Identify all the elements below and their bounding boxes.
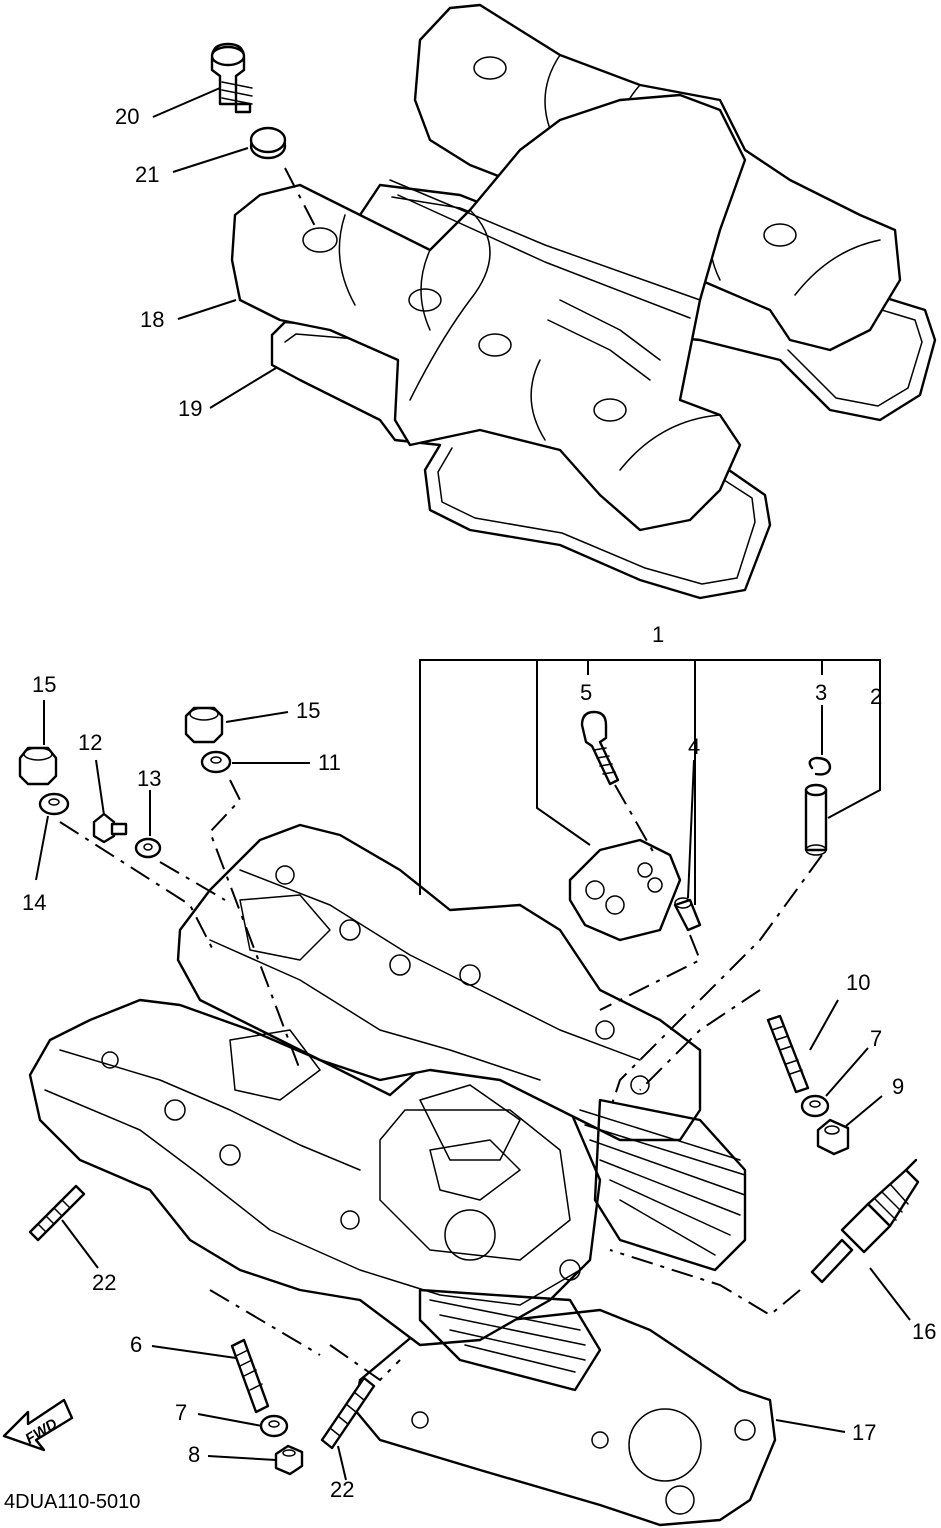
bolt-5 — [580, 710, 620, 786]
cylinder-head-gasket — [353, 1308, 777, 1527]
callout-7-bottom: 7 — [175, 1400, 187, 1425]
callout-22-bottom: 22 — [330, 1477, 354, 1502]
head-cover-assembly — [230, 3, 937, 600]
forward-direction-arrow-icon: FWD — [2, 1398, 74, 1452]
stud-10 — [766, 1014, 810, 1094]
diagram-code: 4DUA110-5010 — [4, 1491, 140, 1513]
callout-5: 5 — [580, 680, 592, 705]
washer-13 — [134, 837, 162, 859]
cam-cap-part-4 — [568, 838, 702, 942]
callout-4: 4 — [688, 734, 700, 759]
callout-17: 17 — [852, 1420, 876, 1445]
washer-21 — [249, 126, 287, 160]
stud-6 — [230, 1338, 270, 1414]
callout-3: 3 — [815, 680, 827, 705]
callout-6: 6 — [130, 1332, 142, 1357]
stud-22-left — [28, 1184, 86, 1242]
callout-15-left: 15 — [32, 672, 56, 697]
washer-7-right — [800, 1094, 830, 1118]
callout-9: 9 — [892, 1074, 904, 1099]
callout-18: 18 — [140, 307, 164, 332]
callout-13: 13 — [137, 766, 161, 791]
callout-16: 16 — [912, 1319, 936, 1344]
cap-nut-15-left — [18, 746, 58, 786]
callout-10: 10 — [846, 970, 870, 995]
callout-22-left: 22 — [92, 1270, 116, 1295]
callout-14: 14 — [22, 890, 46, 915]
stud-22-bottom — [320, 1376, 376, 1450]
nut-9 — [816, 1118, 850, 1156]
cylinder-head-rear — [176, 823, 702, 1142]
callout-19: 19 — [178, 396, 202, 421]
bolt-12 — [92, 812, 128, 844]
group-bracket-1 — [419, 659, 881, 905]
callout-7-right: 7 — [870, 1026, 882, 1051]
valve-guide-2 — [804, 783, 828, 856]
cap-nut-15-top — [184, 706, 224, 744]
callout-21: 21 — [135, 162, 159, 187]
nut-8 — [274, 1444, 304, 1476]
callout-11: 11 — [318, 750, 341, 775]
cylinder-head-front — [28, 998, 602, 1347]
callout-1: 1 — [652, 622, 664, 647]
cap-bolt-20 — [210, 42, 253, 114]
clip-3 — [808, 756, 832, 776]
spark-plug-16 — [810, 1158, 920, 1284]
washer-7-bottom — [259, 1414, 289, 1438]
cylinder-head-assembly — [28, 823, 777, 1527]
callout-15-top: 15 — [296, 698, 320, 723]
washer-11 — [200, 750, 232, 774]
callout-2: 2 — [870, 684, 882, 709]
callout-8: 8 — [188, 1442, 200, 1467]
washer-14 — [38, 792, 70, 816]
callout-12: 12 — [78, 730, 102, 755]
callout-20: 20 — [115, 104, 139, 129]
